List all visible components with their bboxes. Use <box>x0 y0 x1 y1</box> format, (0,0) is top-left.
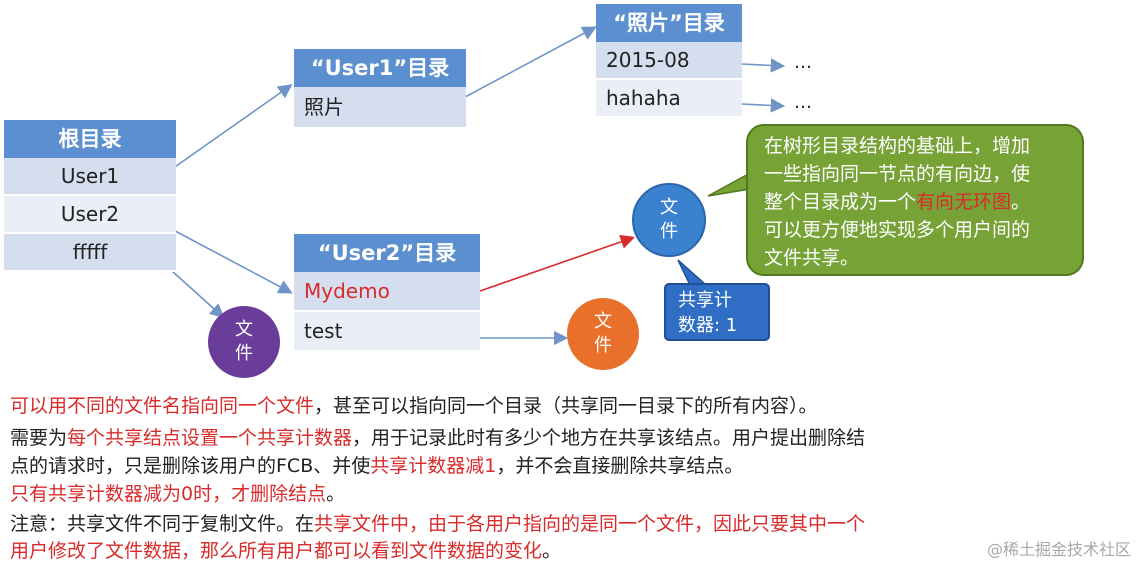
root-item-user2: User2 <box>4 196 176 234</box>
file-node-blue-label: 文件 <box>660 197 678 242</box>
callout-line-3: 整个目录成为一个有向无环图。 <box>764 191 1031 213</box>
user1-directory-header: “User1”目录 <box>294 49 466 87</box>
user2-directory-table: “User2”目录 Mydemo test <box>294 234 480 352</box>
photo-item-hahaha: hahaha <box>596 80 742 118</box>
arrow-mydemo-to-file <box>459 234 636 299</box>
watermark: @稀土掘金技术社区 <box>986 540 1131 559</box>
file-node-orange: 文件 <box>567 298 639 370</box>
callout-line-1: 在树形目录结构的基础上，增加 <box>764 135 1031 157</box>
counter-pointer <box>677 259 708 286</box>
share-counter-callout: 共享计 数器: 1 <box>664 283 770 341</box>
file-node-purple-label: 文件 <box>235 319 253 364</box>
user2-directory-header: “User2”目录 <box>294 234 480 272</box>
file-node-blue: 文件 <box>632 183 706 257</box>
root-directory-table: 根目录 User1 User2 fffff <box>4 120 176 272</box>
dag-explanation-callout: 在树形目录结构的基础上，增加 一些指向同一节点的有向边，使 整个目录成为一个有向… <box>746 124 1084 276</box>
callout-line-5: 文件共享。 <box>764 247 860 269</box>
callout-dag-term: 有向无环图 <box>916 191 1012 213</box>
note-paragraph-1: 可以用不同的文件名指向同一个文件，甚至可以指向同一个目录（共享同一目录下的所有内… <box>10 395 818 417</box>
ellipsis-1: … <box>794 52 812 73</box>
counter-line-2: 数器: 1 <box>678 315 738 336</box>
note-paragraph-4b: 用户修改了文件数据，那么所有用户都可以看到文件数据的变化。 <box>10 540 562 562</box>
arrow-201508 <box>741 58 786 73</box>
note-paragraph-2b: 点的请求时，只是删除该用户的FCB、并使共享计数器减1，并不会直接删除共享结点。 <box>10 455 744 477</box>
note-paragraph-3: 只有共享计数器减为0时，才删除结点。 <box>10 483 346 505</box>
note-paragraph-2a: 需要为每个共享结点设置一个共享计数器，用于记录此时有多少个地方在共享该结点。用户… <box>10 427 866 449</box>
file-node-purple: 文件 <box>208 306 280 378</box>
photo-directory-header: “照片”目录 <box>596 4 742 42</box>
user2-item-mydemo: Mydemo <box>294 272 480 312</box>
ellipsis-2: … <box>794 92 812 113</box>
arrow-hahaha <box>741 98 786 113</box>
arrow-photo-to-photodir <box>451 26 597 105</box>
arrow-user2-to-user2dir <box>161 223 293 294</box>
arrow-user1-to-user1dir <box>161 84 293 177</box>
user2-item-test: test <box>294 312 480 352</box>
callout-line-2: 一些指向同一节点的有向边，使 <box>764 163 1031 185</box>
root-directory-header: 根目录 <box>4 120 176 158</box>
photo-directory-table: “照片”目录 2015-08 hahaha <box>596 4 742 118</box>
photo-item-201508: 2015-08 <box>596 42 742 80</box>
root-item-user1: User1 <box>4 158 176 196</box>
file-node-orange-label: 文件 <box>594 311 612 356</box>
user1-item-photo: 照片 <box>294 87 466 129</box>
note-paragraph-4a: 注意：共享文件不同于复制文件。在共享文件中，由于各用户指向的是同一个文件，因此只… <box>10 513 866 535</box>
user1-directory-table: “User1”目录 照片 <box>294 49 466 129</box>
callout-line-4: 可以更方便地实现多个用户间的 <box>764 219 1031 241</box>
counter-line-1: 共享计 <box>678 290 732 311</box>
root-item-fffff: fffff <box>4 234 176 272</box>
